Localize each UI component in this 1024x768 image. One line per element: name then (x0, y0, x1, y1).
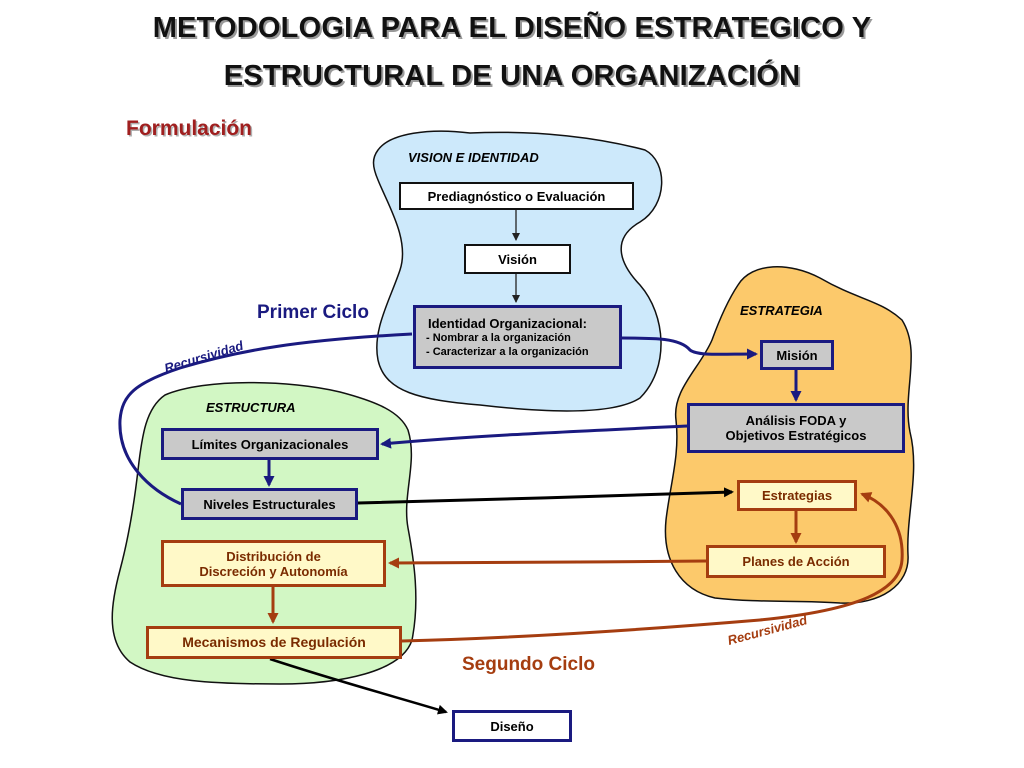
box-foda-line-2: Objetivos Estratégicos (725, 428, 867, 443)
arrow-foda-to-limites (380, 424, 689, 449)
recursividad-primer-ciclo (118, 332, 413, 506)
box-prediagnostico-text: Prediagnóstico o Evaluación (427, 188, 606, 204)
box-identidad: Identidad Organizacional: - Nombrar a la… (413, 305, 622, 369)
box-foda: Análisis FODA y Objetivos Estratégicos (687, 403, 905, 453)
box-mision-text: Misión (776, 347, 818, 363)
box-planes: Planes de Acción (706, 545, 886, 578)
arrow-niveles-to-estrategias (357, 487, 734, 505)
box-identidad-item-1: - Nombrar a la organización (426, 331, 571, 344)
box-niveles: Niveles Estructurales (181, 488, 358, 520)
recursividad-label-2: Recursividad (726, 612, 810, 648)
box-estrategias-text: Estrategias (761, 488, 833, 503)
region-label-strategy: ESTRATEGIA (740, 303, 823, 318)
title-line-2: ESTRUCTURAL DE UNA ORGANIZACIÓN (223, 60, 801, 92)
title-line-1: METODOLOGIA PARA EL DISEÑO ESTRATEGICO Y (152, 12, 872, 44)
box-mision: Misión (760, 340, 834, 370)
recursividad-label-1: Recursividad (162, 337, 245, 376)
box-vision: Visión (464, 244, 571, 274)
box-distribucion-line-1: Distribución de (226, 548, 321, 564)
recursividad-segundo-ciclo (401, 492, 904, 643)
box-limites: Límites Organizacionales (161, 428, 379, 460)
box-identidad-title: Identidad Organizacional: (428, 315, 587, 331)
region-label-structure: ESTRUCTURA (206, 400, 296, 415)
box-planes-text: Planes de Acción (742, 554, 850, 569)
primer-ciclo-label: Primer Ciclo (257, 302, 369, 323)
box-identidad-item-2: - Caracterizar a la organización (426, 345, 589, 358)
box-vision-text: Visión (498, 251, 537, 267)
box-estrategias: Estrategias (737, 480, 857, 511)
segundo-ciclo-label: Segundo Ciclo (462, 654, 595, 675)
box-foda-line-1: Análisis FODA y (745, 413, 847, 428)
box-mecanismos: Mecanismos de Regulación (146, 626, 402, 659)
box-niveles-text: Niveles Estructurales (203, 496, 336, 512)
box-mecanismos-text: Mecanismos de Regulación (182, 634, 366, 650)
arrow-planes-to-distribucion (388, 557, 707, 569)
box-prediagnostico: Prediagnóstico o Evaluación (399, 182, 634, 210)
box-diseno-text: Diseño (490, 718, 534, 734)
box-diseno: Diseño (452, 710, 572, 742)
region-label-vision: VISION E IDENTIDAD (408, 150, 539, 165)
arrow-mecanismos-to-diseno (269, 657, 448, 715)
arrow-identidad-to-mision (621, 336, 758, 360)
subtitle: Formulación (126, 117, 253, 140)
box-distribucion: Distribución de Discreción y Autonomía (161, 540, 386, 587)
box-limites-text: Límites Organizacionales (191, 436, 349, 452)
box-distribucion-line-2: Discreción y Autonomía (199, 563, 348, 579)
